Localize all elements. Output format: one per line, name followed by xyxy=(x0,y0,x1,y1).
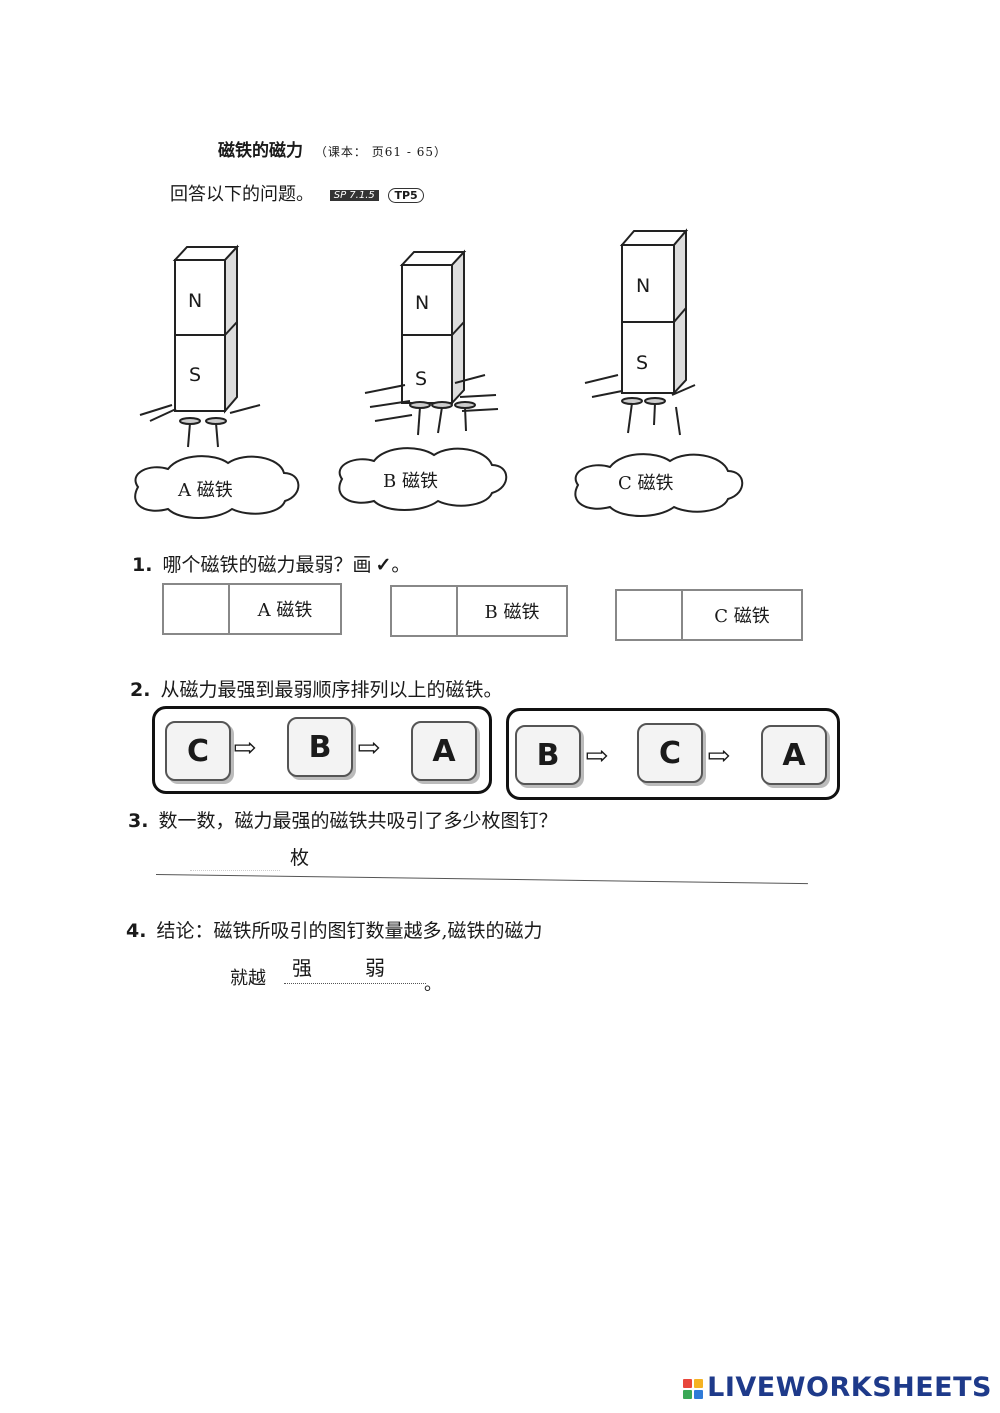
order-1-tile-1: C xyxy=(165,721,231,781)
order-2-tile-3: A xyxy=(761,725,827,785)
magnet-b-north: N xyxy=(415,292,430,314)
magnet-c-label: C 磁铁 xyxy=(618,473,674,494)
title-reference: （课本： 页61 - 65） xyxy=(314,145,447,159)
magnet-c-icon xyxy=(584,228,696,436)
question-4-text: 结论：磁铁所吸引的图钉数量越多,磁铁的磁力 xyxy=(156,920,543,942)
cloud-b-icon xyxy=(338,447,508,511)
arrow-right-icon: ⇨ xyxy=(585,739,609,772)
cloud-c-icon xyxy=(574,453,744,517)
order-1-tile-3: A xyxy=(411,721,477,781)
answer-label-b: B 磁铁 xyxy=(484,602,540,623)
cloud-a-icon xyxy=(134,455,300,519)
question-1: 1. 哪个磁铁的磁力最弱？画✓。 xyxy=(132,550,410,577)
question-1-text: 哪个磁铁的磁力最弱？画 xyxy=(162,554,372,576)
question-4: 4. 结论：磁铁所吸引的图钉数量越多,磁铁的磁力 xyxy=(126,916,543,943)
conclusion-blank xyxy=(284,983,426,984)
answer-label-a: A 磁铁 xyxy=(257,600,313,621)
worksheet-title: 磁铁的磁力 （课本： 页61 - 65） xyxy=(218,136,447,161)
magnet-a-north: N xyxy=(188,290,203,312)
magnets-illustration xyxy=(134,228,744,519)
order-option-1[interactable]: C ⇨ B ⇨ A xyxy=(152,706,492,794)
answer-check-c[interactable] xyxy=(617,591,683,639)
pin-count-input[interactable] xyxy=(190,842,280,871)
question-2: 2. 从磁力最强到最弱顺序排列以上的磁铁。 xyxy=(130,675,502,702)
check-mark-icon: ✓ xyxy=(375,554,392,576)
answer-box-b: B 磁铁 xyxy=(390,585,568,637)
tp-tag: TP5 xyxy=(388,187,424,203)
question-2-number: 2. xyxy=(130,679,151,701)
conclusion-prefix: 就越 xyxy=(230,968,266,989)
instruction-line: 回答以下的问题。 SP 7.1.5 TP5 xyxy=(170,180,424,206)
order-2-tile-2: C xyxy=(637,723,703,783)
answer-line xyxy=(155,874,808,885)
arrow-right-icon: ⇨ xyxy=(707,739,731,772)
answer-box-c: C 磁铁 xyxy=(615,589,803,641)
title-text: 磁铁的磁力 xyxy=(218,141,303,161)
order-option-2[interactable]: B ⇨ C ⇨ A xyxy=(506,708,840,800)
magnet-b-label: B 磁铁 xyxy=(383,471,438,492)
arrow-right-icon: ⇨ xyxy=(233,731,257,764)
sp-tag: SP 7.1.5 xyxy=(329,189,379,201)
order-1-tile-2: B xyxy=(287,717,353,777)
answer-label-c: C 磁铁 xyxy=(714,606,770,627)
question-3-text: 数一数，磁力最强的磁铁共吸引了多少枚图钉？ xyxy=(158,810,558,832)
magnet-c-south: S xyxy=(636,352,649,374)
choice-strong[interactable]: 强 xyxy=(292,956,312,980)
magnet-a-label: A 磁铁 xyxy=(178,480,233,501)
answer-check-a[interactable] xyxy=(164,585,230,633)
conclusion-suffix: 。 xyxy=(424,974,442,995)
question-4-number: 4. xyxy=(126,920,147,942)
order-2-tile-1: B xyxy=(515,725,581,785)
logo-text: LIVEWORKSHEETS xyxy=(707,1372,992,1403)
question-2-text: 从磁力最强到最弱顺序排列以上的磁铁。 xyxy=(160,679,503,701)
question-3: 3. 数一数，磁力最强的磁铁共吸引了多少枚图钉？ xyxy=(128,806,557,833)
magnet-a-south: S xyxy=(189,364,202,386)
answer-check-b[interactable] xyxy=(392,587,458,635)
magnet-b-icon xyxy=(364,249,499,436)
question-1-period: 。 xyxy=(391,554,411,576)
question-3-number: 3. xyxy=(128,810,149,832)
magnet-a-icon xyxy=(139,244,261,448)
choice-weak[interactable]: 弱 xyxy=(365,956,385,980)
logo-squares-icon xyxy=(683,1378,704,1399)
answer-box-a: A 磁铁 xyxy=(162,583,342,635)
magnet-b-south: S xyxy=(415,368,428,390)
instruction-text: 回答以下的问题。 xyxy=(170,184,314,205)
question-1-number: 1. xyxy=(132,554,153,576)
arrow-right-icon: ⇨ xyxy=(357,731,381,764)
unit-label: 枚 xyxy=(290,847,310,869)
magnet-c-north: N xyxy=(636,275,651,297)
liveworksheets-logo: LIVEWORKSHEETS xyxy=(683,1372,992,1403)
